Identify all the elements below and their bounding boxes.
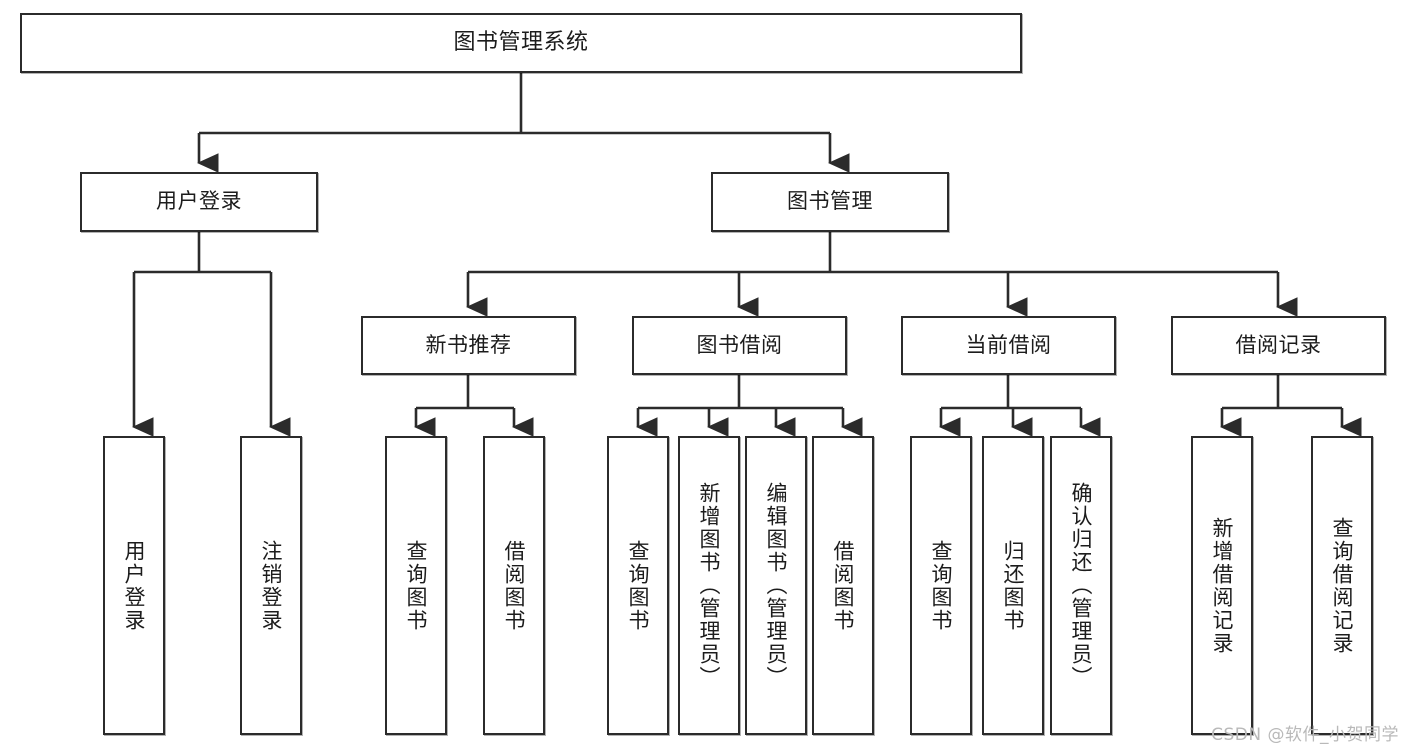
node-new-book-recommend[interactable]: 新书推荐 [361,316,576,375]
node-label: 查询图书 [404,539,429,632]
node-label: 归还图书 [1001,539,1026,632]
node-label: 新书推荐 [425,332,512,357]
node-book-manage[interactable]: 图书管理 [711,172,949,232]
node-user-login[interactable]: 用户登录 [80,172,318,232]
node-label: 借阅图书 [502,539,527,632]
node-label: 查询图书 [626,539,651,632]
node-label: 查询借阅记录 [1330,516,1355,655]
node-book-borrow[interactable]: 图书借阅 [632,316,847,375]
node-label: 当前借阅 [965,332,1052,357]
node-root-system[interactable]: 图书管理系统 [20,13,1022,73]
csdn-watermark: CSDN @软件_小贺同学 [1211,725,1399,745]
node-label: 借阅图书 [831,539,856,632]
leaf-query-borrow-record[interactable]: 查询借阅记录 [1311,436,1373,735]
leaf-edit-book-admin[interactable]: 编辑图书（管理员） [745,436,807,735]
node-label: 新增借阅记录 [1210,516,1235,655]
leaf-confirm-return-admin[interactable]: 确认归还（管理员） [1050,436,1112,735]
leaf-query-book-2[interactable]: 查询图书 [607,436,669,735]
leaf-borrow-book-1[interactable]: 借阅图书 [483,436,545,735]
node-label: 新增图书（管理员） [697,482,722,689]
node-label: 查询图书 [929,539,954,632]
node-label: 图书管理 [787,189,873,214]
node-label: 借阅记录 [1235,332,1322,357]
node-current-borrow[interactable]: 当前借阅 [901,316,1116,375]
leaf-query-book-1[interactable]: 查询图书 [385,436,447,735]
leaf-add-book-admin[interactable]: 新增图书（管理员） [678,436,740,735]
leaf-return-book[interactable]: 归还图书 [982,436,1044,735]
node-label: 注销登录 [259,539,284,632]
leaf-query-book-3[interactable]: 查询图书 [910,436,972,735]
node-label: 编辑图书（管理员） [764,482,789,689]
leaf-add-borrow-record[interactable]: 新增借阅记录 [1191,436,1253,735]
leaf-user-login[interactable]: 用户登录 [103,436,165,735]
node-label: 用户登录 [156,189,242,214]
node-label: 图书管理系统 [453,29,589,55]
leaf-logout-login[interactable]: 注销登录 [240,436,302,735]
node-label: 用户登录 [122,539,147,632]
leaf-borrow-book-2[interactable]: 借阅图书 [812,436,874,735]
node-label: 确认归还（管理员） [1069,482,1094,689]
node-borrow-record[interactable]: 借阅记录 [1171,316,1386,375]
node-label: 图书借阅 [696,332,783,357]
